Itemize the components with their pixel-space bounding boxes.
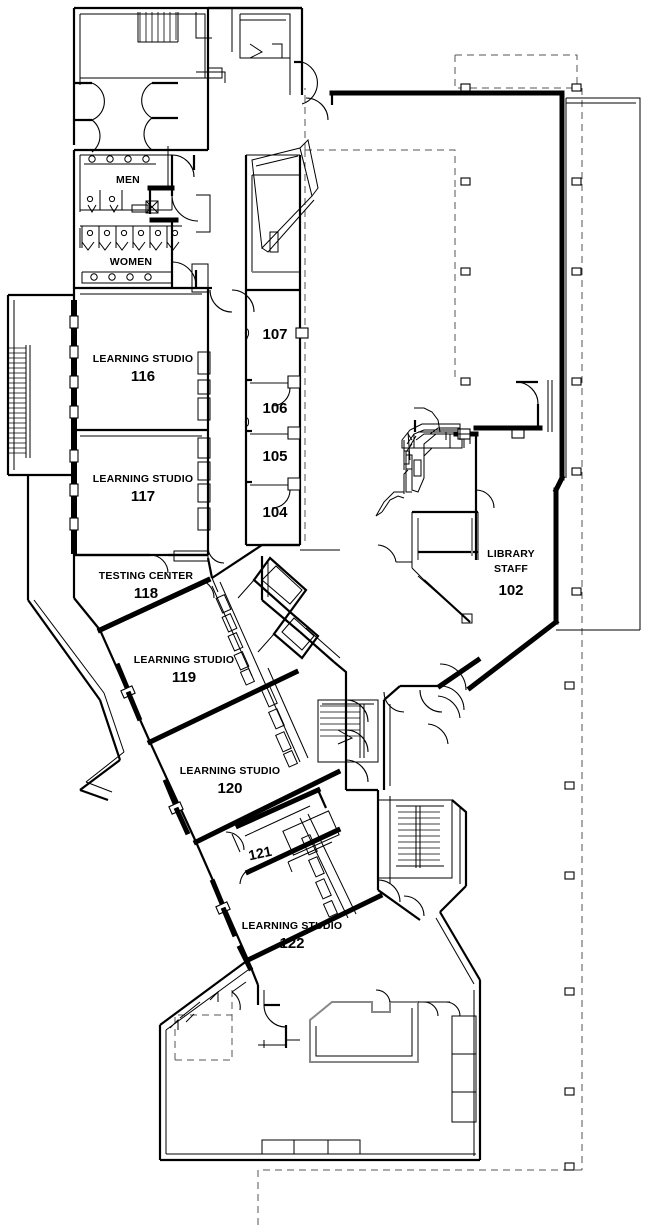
upper-corridor bbox=[208, 6, 318, 105]
window-mullions-117 bbox=[69, 432, 79, 554]
room-number-107: 107 bbox=[262, 326, 287, 343]
corridor-glazing-122 bbox=[299, 813, 357, 919]
south-bottom-seating bbox=[261, 1139, 361, 1155]
room-number-116: 116 bbox=[131, 368, 155, 385]
entry-canopy-feature bbox=[244, 138, 319, 290]
room-number-117: 117 bbox=[131, 488, 155, 505]
library-curved-walls bbox=[401, 423, 461, 465]
west-canopy bbox=[6, 293, 125, 761]
restroom-label-women: WOMEN bbox=[110, 256, 152, 268]
central-core bbox=[211, 543, 468, 921]
room-number-106: 106 bbox=[262, 400, 287, 417]
corridor-vestibule bbox=[208, 286, 255, 313]
room-label-119: LEARNING STUDIO bbox=[134, 654, 234, 666]
men-stalls bbox=[79, 190, 159, 214]
window-mullions-116 bbox=[69, 300, 79, 432]
room-label-122: LEARNING STUDIO bbox=[242, 920, 342, 932]
wall-jambs bbox=[114, 662, 254, 972]
library-curved-reader bbox=[375, 433, 413, 517]
room-number-105: 105 bbox=[262, 448, 287, 465]
column-markers bbox=[460, 83, 582, 1171]
room-number-122: 122 bbox=[279, 935, 304, 952]
men-urinals bbox=[84, 155, 156, 165]
library-label-line1: LIBRARY bbox=[487, 548, 535, 560]
room-number-104: 104 bbox=[262, 504, 288, 521]
dashed-boundary-lines bbox=[174, 54, 583, 1225]
sw-exterior-walkway bbox=[79, 751, 125, 802]
room-label-118: TESTING CENTER bbox=[99, 570, 194, 582]
angled-wing: LEARNING STUDIO 119 LEARNING STUDIO 120 … bbox=[96, 576, 384, 972]
elevator-shafts bbox=[252, 556, 320, 660]
library-nw-casework bbox=[403, 427, 471, 494]
room-labels-west: LEARNING STUDIO 116 LEARNING STUDIO 117 … bbox=[93, 353, 194, 602]
women-stalls bbox=[80, 225, 182, 251]
corridor-glazing-120 bbox=[259, 667, 309, 768]
room-116-block bbox=[69, 288, 211, 432]
corridor-glazing-119 bbox=[211, 581, 261, 686]
room-number-119: 119 bbox=[172, 669, 196, 686]
women-lavatories bbox=[81, 271, 172, 284]
library-label-line2: STAFF bbox=[494, 563, 528, 575]
library-counters bbox=[405, 431, 465, 493]
stair-upper bbox=[317, 699, 379, 763]
room-number-121: 121 bbox=[247, 843, 273, 864]
library-area: LIBRARY STAFF 102 bbox=[305, 90, 641, 692]
restroom-block: MEN bbox=[72, 146, 211, 293]
restroom-label-men: MEN bbox=[116, 174, 140, 186]
room-label-116: LEARNING STUDIO bbox=[93, 353, 193, 365]
library-service-desk bbox=[377, 510, 479, 624]
top-left-room bbox=[72, 6, 302, 153]
south-block bbox=[158, 911, 482, 1162]
room-number-118: 118 bbox=[134, 585, 158, 602]
room-number-102: 102 bbox=[498, 582, 523, 599]
room-number-120: 120 bbox=[217, 780, 242, 797]
room-label-117: LEARNING STUDIO bbox=[93, 473, 193, 485]
misc-door-swings bbox=[427, 663, 467, 745]
south-furniture bbox=[309, 989, 461, 1063]
south-right-casework bbox=[451, 1015, 477, 1123]
rooms-104-107: 107 106 105 104 bbox=[244, 288, 309, 547]
room-label-120: LEARNING STUDIO bbox=[180, 765, 280, 777]
library-partition bbox=[413, 380, 553, 560]
louver-hatch bbox=[8, 347, 26, 454]
stair-lower bbox=[377, 799, 453, 879]
